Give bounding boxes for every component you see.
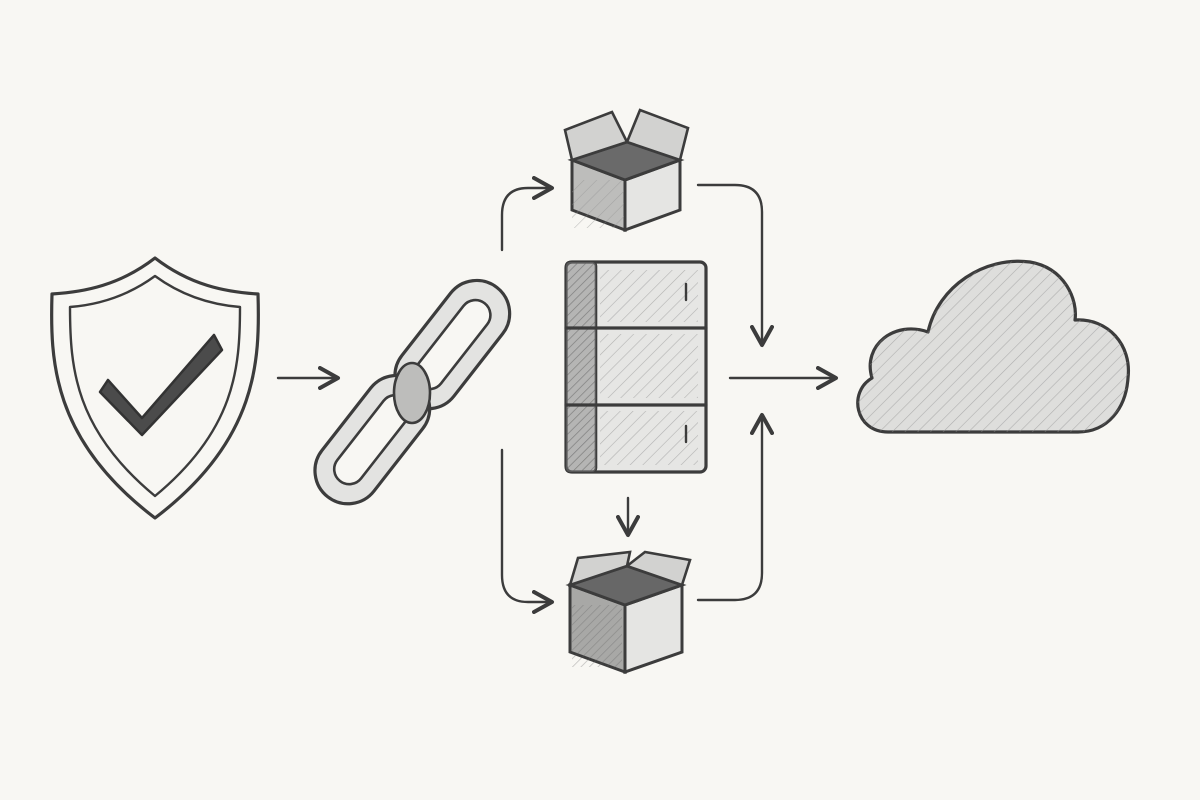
cloud-icon (856, 259, 1131, 434)
shield-check-icon (50, 256, 260, 520)
open-box-icon (563, 108, 690, 233)
chain-link-icon (313, 278, 512, 506)
edge-link-to-box-top (500, 176, 554, 252)
edge-box-bottom-to-cloud (696, 413, 774, 602)
server-cabinet-icon (564, 260, 708, 474)
open-box-icon (565, 550, 692, 675)
edge-box-top-to-cloud (696, 183, 774, 347)
edge-link-to-box-bottom (500, 448, 554, 614)
